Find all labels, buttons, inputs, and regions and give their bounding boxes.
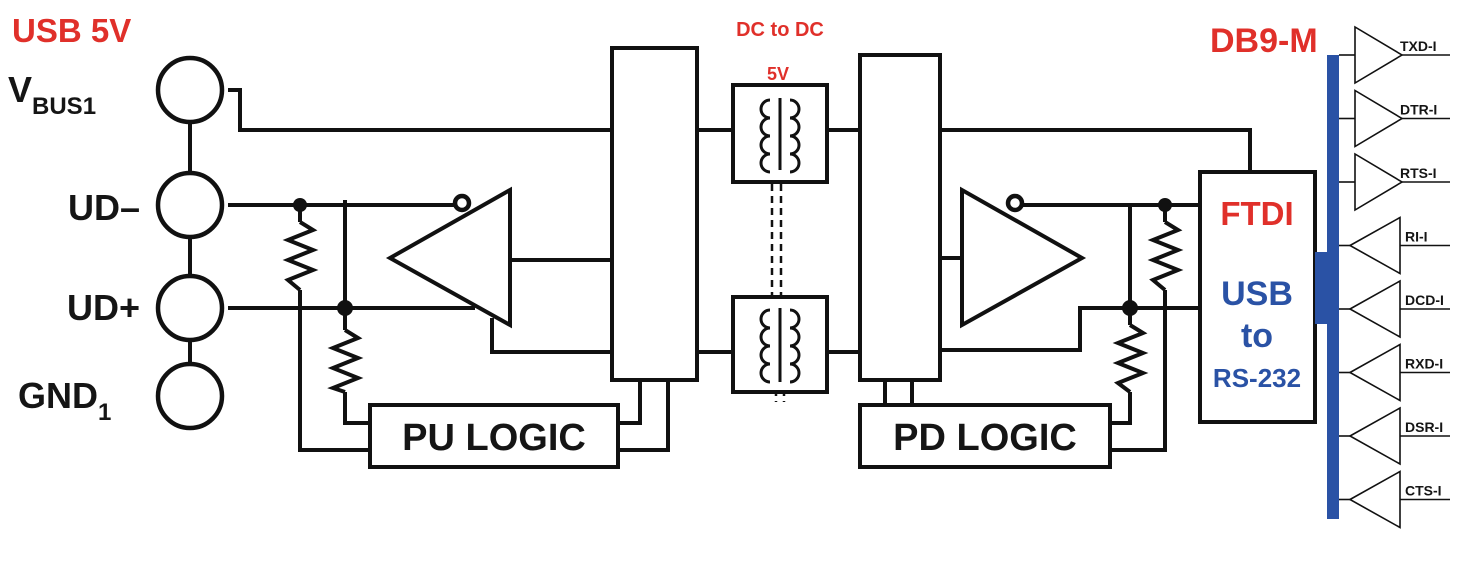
wiring [188,88,1252,452]
driver-triangle-icon [1348,406,1401,466]
buffer-triangle-icon [385,186,512,329]
db9-signal-label: DCD-I [1405,292,1444,308]
gnd-label: GND1 [18,375,111,426]
buffer-triangle-icon [960,186,1087,329]
db9-bus-bar [1327,55,1339,519]
db9-signal-label: CTS-I [1405,483,1442,499]
usb-label: USB [1221,275,1293,313]
pu-logic-block [368,403,620,469]
ftdi-to-bus-connector [1315,252,1329,324]
dc-to-dc-label: DC to DC [736,19,824,41]
driver-triangle-icon [1348,279,1401,339]
transformers [731,83,829,394]
db9-signal-label: DSR-I [1405,419,1443,435]
db9-signal-txd-i: TXD-I [1339,25,1450,85]
db9-signal-ri-i: RI-I [1339,216,1450,275]
resistor-icon [327,328,364,394]
db9-signal-label: RI-I [1405,229,1428,245]
ftdi-label: FTDI [1220,195,1293,232]
driver-triangle-icon [1348,470,1401,529]
db9-signal-dcd-i: DCD-I [1339,279,1450,339]
db9-signal-cts-i: CTS-I [1339,470,1450,529]
connector-pin-icon [155,361,225,431]
db9-signal-label: RTS-I [1400,165,1437,181]
transformer-icon [731,295,829,394]
db9-signal-dtr-i: DTR-I [1339,89,1450,148]
pd-logic-label: PD LOGIC [893,417,1077,459]
usb-connector [155,55,225,431]
driver-triangle-icon [1348,216,1401,275]
ud-minus-label: UD– [68,187,140,228]
isolator-block-left [610,46,699,382]
ftdi-block [1198,170,1317,424]
line-buffers [385,186,1087,329]
driver-triangle-icon [1348,343,1401,402]
driver-triangle-icon [1354,25,1404,85]
isolator-block-right [858,53,942,382]
resistor-icon [1147,220,1184,292]
connector-pin-icon [155,170,225,240]
vbus-label: VBUS1 [8,69,96,120]
connector-pin-icon [155,55,225,125]
db9-signal-label: RXD-I [1405,356,1443,372]
transformer-icon [731,83,829,184]
db9-signal-label: TXD-I [1400,38,1437,54]
driver-triangle-icon [1354,89,1404,148]
db9-signal-rts-i: RTS-I [1339,152,1450,212]
ud-plus-label: UD+ [67,287,140,328]
db9-m-title: DB9-M [1210,22,1318,60]
pu-logic-label: PU LOGIC [402,417,586,459]
usb-5v-title: USB 5V [12,12,131,49]
resistor-icon [1112,323,1149,394]
five-volt-label: 5V [767,64,789,84]
db9-signal-dsr-i: DSR-I [1339,406,1450,466]
resistors [282,220,1184,394]
db9-signal-rxd-i: RXD-I [1339,343,1450,402]
connector-pin-icon [155,273,225,343]
rs232-label: RS-232 [1213,363,1301,393]
db9-signal-label: DTR-I [1400,102,1437,118]
to-label: to [1241,317,1273,355]
driver-triangle-icon [1354,152,1404,212]
pd-logic-block [858,403,1112,469]
db9-driver-group: TXD-I DTR-I RTS-I RI-I DCD-I RXD-I DSR-I CTS-I [1339,25,1450,529]
resistor-icon [282,220,319,292]
